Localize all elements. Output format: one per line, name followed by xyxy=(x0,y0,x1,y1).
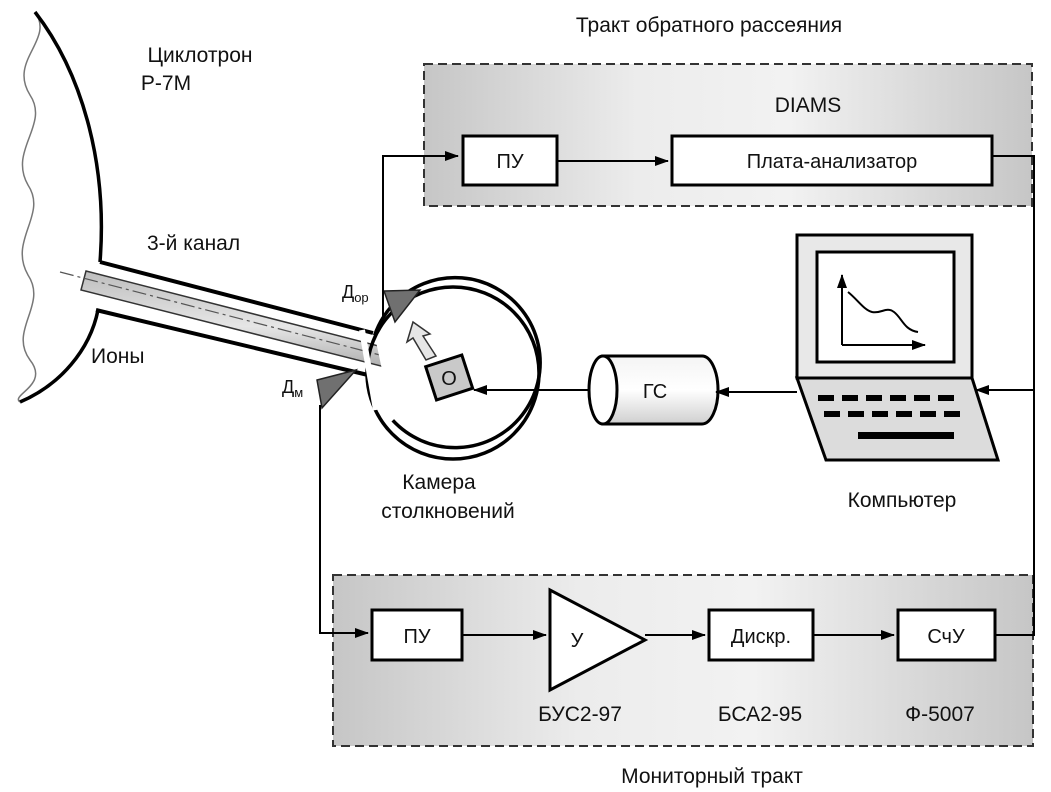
connection-lines xyxy=(319,151,1035,640)
backscatter-detector-label: Дор xyxy=(342,282,369,305)
generator-label: ГС xyxy=(643,381,667,403)
analyzer-board-label: Плата-анализатор xyxy=(747,151,918,173)
amplifier-triangle: У xyxy=(548,587,649,693)
backscatter-detector-main: Д xyxy=(342,282,354,302)
channel-label: 3-й канал xyxy=(147,232,240,255)
monitor-detector xyxy=(316,368,359,410)
discriminator-label: Дискр. xyxy=(731,626,791,648)
backscatter-preamp-block: ПУ xyxy=(461,134,559,187)
monitor-detector-sub: м xyxy=(294,385,303,400)
amplifier-label: У xyxy=(571,630,584,652)
computer-label: Компьютер xyxy=(848,489,957,512)
backscatter-path-title: Тракт обратного рассеяния xyxy=(576,14,842,37)
discriminator-block: Дискр. xyxy=(707,608,815,662)
computer-icon xyxy=(794,233,1001,462)
backscatter-detector xyxy=(382,289,422,324)
target-label: О xyxy=(441,368,457,390)
monitor-preamp-label: ПУ xyxy=(403,626,430,648)
monitor-path-title: Мониторный тракт xyxy=(621,765,803,788)
generator-cylinder: ГС xyxy=(587,354,720,426)
analyzer-board-block: Плата-анализатор xyxy=(670,134,994,187)
beam-channel xyxy=(95,260,374,377)
discriminator-model-label: БСА2-95 xyxy=(718,703,802,726)
chamber-label-line1: Камера xyxy=(402,471,476,494)
backscatter-detector-sub: ор xyxy=(354,290,368,305)
ions-label: Ионы xyxy=(91,345,144,368)
monitor-preamp-block: ПУ xyxy=(370,608,464,662)
monitor-detector-main: Д xyxy=(282,377,294,397)
keyboard-keys xyxy=(818,395,960,439)
target-square: О xyxy=(423,353,475,402)
cyclotron-shape xyxy=(17,10,104,404)
chamber-label-line2: столкновений xyxy=(381,500,514,523)
scattered-arrow xyxy=(405,320,438,361)
diams-label: DIAMS xyxy=(775,94,842,117)
monitor-detector-label: Дм xyxy=(282,377,303,400)
counter-label: СчУ xyxy=(927,626,965,648)
amplifier-model-label: БУС2-97 xyxy=(538,703,622,726)
counter-model-label: Ф-5007 xyxy=(905,703,975,726)
backscatter-preamp-label: ПУ xyxy=(496,151,523,173)
cyclotron-model: Р-7М xyxy=(141,72,191,95)
cyclotron-title: Циклотрон xyxy=(148,44,253,67)
counter-block: СчУ xyxy=(896,608,997,662)
